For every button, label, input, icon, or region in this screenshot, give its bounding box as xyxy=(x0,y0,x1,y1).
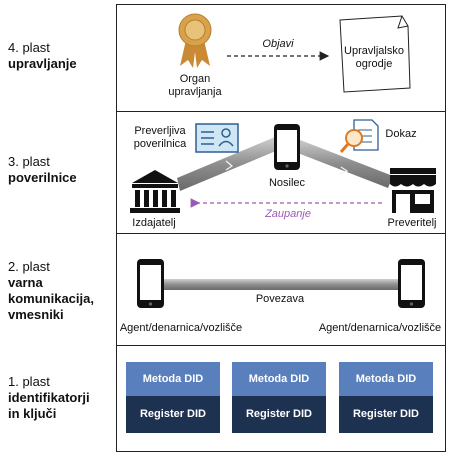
proof-icon xyxy=(339,119,379,153)
issuer-label: Izdajatelj xyxy=(132,217,176,229)
holder-phone-icon xyxy=(274,124,300,170)
layer-number: 4. plast xyxy=(8,40,50,55)
verifier-label: Preveritelj xyxy=(387,217,437,229)
layer-number: 3. plast xyxy=(8,154,50,169)
publish-label: Objavi xyxy=(262,38,294,50)
did-block: Metoda DID Register DID xyxy=(126,362,220,433)
credential-card-icon xyxy=(195,123,239,153)
did-registry-cell: Register DID xyxy=(126,396,220,433)
layer-number: 2. plast xyxy=(8,259,50,274)
layer-name: in ključi xyxy=(8,406,57,421)
holder-verifier-pipe xyxy=(290,138,393,188)
layer-1-label: 1. plast identifikatorji in ključi xyxy=(8,374,116,422)
right-agent-phone-icon xyxy=(398,259,425,308)
governing-authority-label: Organ upravljanja xyxy=(168,73,222,98)
governance-framework-label: Upravljalsko ogrodje xyxy=(344,45,404,70)
did-method-cell: Metoda DID xyxy=(232,362,326,396)
left-agent-label: Agent/denarnica/vozlišče xyxy=(119,322,243,334)
connection-label: Povezava xyxy=(255,293,305,305)
bank-icon xyxy=(130,170,180,213)
left-agent-phone-icon xyxy=(137,259,164,308)
verifiable-credential-label: Preverljiva poverilnica xyxy=(133,125,187,150)
layer-name: varna xyxy=(8,275,43,290)
flow-chevron-icon xyxy=(225,160,234,171)
did-registry-cell: Register DID xyxy=(232,396,326,433)
layer-name: upravljanje xyxy=(8,56,77,71)
holder-label: Nosilec xyxy=(268,177,306,189)
layer-2-label: 2. plast varna komunikacija, vmesniki xyxy=(8,259,116,323)
proof-label: Dokaz xyxy=(385,128,417,140)
shop-icon xyxy=(390,168,436,213)
trust-label: Zaupanje xyxy=(265,208,311,220)
did-block: Metoda DID Register DID xyxy=(339,362,433,433)
did-block: Metoda DID Register DID xyxy=(232,362,326,433)
layer-name: vmesniki xyxy=(8,307,64,322)
did-method-cell: Metoda DID xyxy=(126,362,220,396)
did-method-cell: Metoda DID xyxy=(339,362,433,396)
layer-name: poverilnice xyxy=(8,170,77,185)
layer-name: komunikacija, xyxy=(8,291,94,306)
layer-3-label: 3. plast poverilnice xyxy=(8,154,116,186)
right-agent-label: Agent/denarnica/vozlišče xyxy=(318,322,442,334)
flow-chevron-icon xyxy=(339,166,349,175)
layer-number: 1. plast xyxy=(8,374,50,389)
document-icon xyxy=(339,15,411,93)
layer-name: identifikatorji xyxy=(8,390,90,405)
seal-icon xyxy=(178,13,212,68)
connection-pipe xyxy=(162,279,399,290)
layer-4-label: 4. plast upravljanje xyxy=(8,40,116,72)
did-registry-cell: Register DID xyxy=(339,396,433,433)
